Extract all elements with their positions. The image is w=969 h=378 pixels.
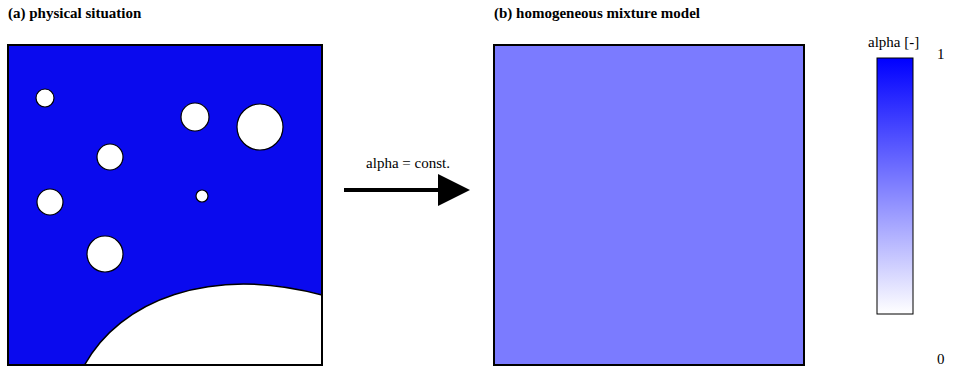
scale-min: 0	[937, 350, 945, 368]
mixture-panel: (b) homogeneous mixture model	[494, 4, 804, 365]
arrow-label: alpha = const.	[364, 154, 452, 172]
scale-max: 1	[937, 45, 945, 63]
physical-square	[8, 45, 322, 366]
panel-heading: (a) physical situation	[8, 4, 322, 22]
physical-panel: (a) physical situation	[8, 4, 322, 365]
colorbar	[877, 58, 913, 314]
mixture-square	[494, 45, 804, 365]
panel-heading: (b) homogeneous mixture model	[494, 4, 804, 22]
transform-arrow	[344, 188, 458, 192]
axis-title: alpha [-]	[868, 33, 919, 51]
